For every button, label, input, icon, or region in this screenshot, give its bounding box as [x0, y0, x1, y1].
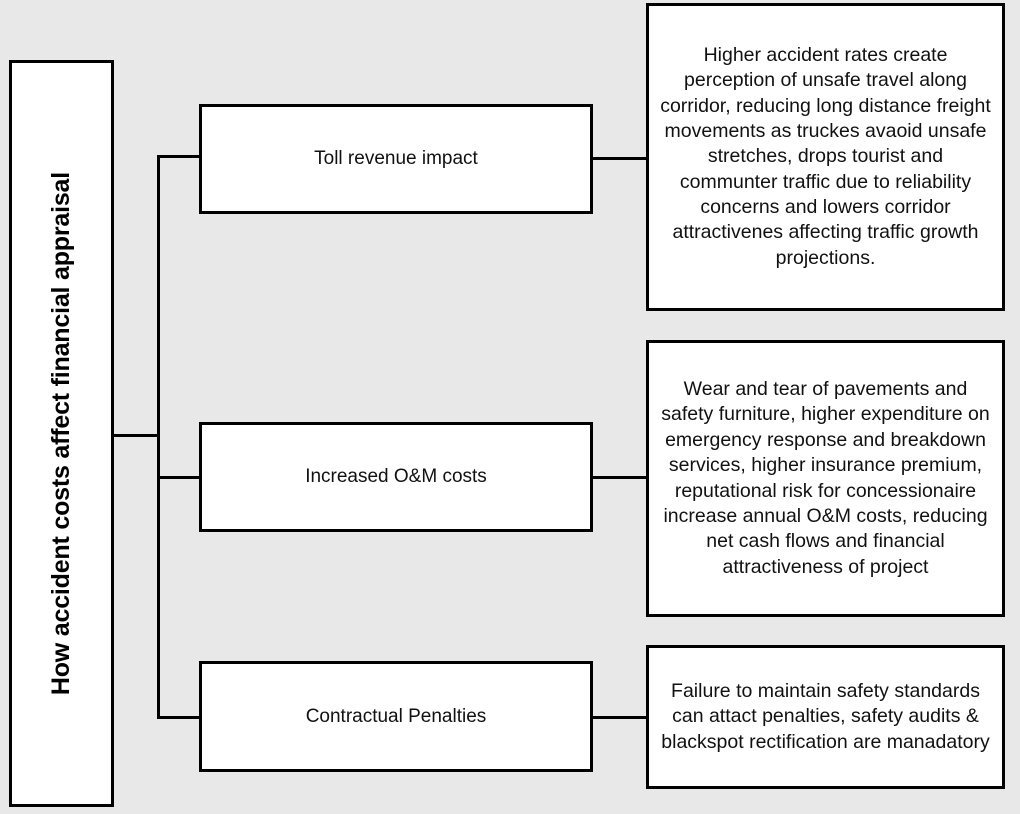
connector-trunk-vertical — [157, 155, 160, 719]
connector-trunk-to-branch-1 — [157, 155, 202, 158]
branch-node-toll-revenue-impact[interactable]: Toll revenue impact — [199, 104, 593, 214]
detail-node-text: Failure to maintain safety standards can… — [661, 679, 990, 753]
branch-node-label: Toll revenue impact — [314, 148, 478, 170]
branch-node-label: Increased O&M costs — [305, 466, 487, 488]
root-node-label: How accident costs affect financial appr… — [46, 171, 75, 696]
detail-node-text: Higher accident rates create perception … — [660, 43, 991, 269]
connector-root-to-trunk — [113, 434, 160, 437]
detail-node-contractual-penalties[interactable]: Failure to maintain safety standards can… — [646, 645, 1005, 789]
branch-node-label: Contractual Penalties — [305, 705, 487, 727]
connector-trunk-to-branch-3 — [157, 716, 202, 719]
branch-node-contractual-penalties[interactable]: Contractual Penalties — [199, 661, 593, 772]
connector-trunk-to-branch-2 — [157, 476, 202, 479]
connector-branch-2-to-detail-2 — [590, 476, 648, 479]
root-node[interactable]: How accident costs affect financial appr… — [9, 60, 114, 807]
connector-branch-1-to-detail-1 — [590, 157, 648, 160]
detail-node-toll-revenue-impact[interactable]: Higher accident rates create perception … — [646, 3, 1005, 311]
connector-branch-3-to-detail-3 — [590, 716, 648, 719]
branch-node-increased-om-costs[interactable]: Increased O&M costs — [199, 422, 593, 532]
detail-node-increased-om-costs[interactable]: Wear and tear of pavements and safety fu… — [646, 340, 1005, 617]
detail-node-text: Wear and tear of pavements and safety fu… — [661, 378, 990, 578]
